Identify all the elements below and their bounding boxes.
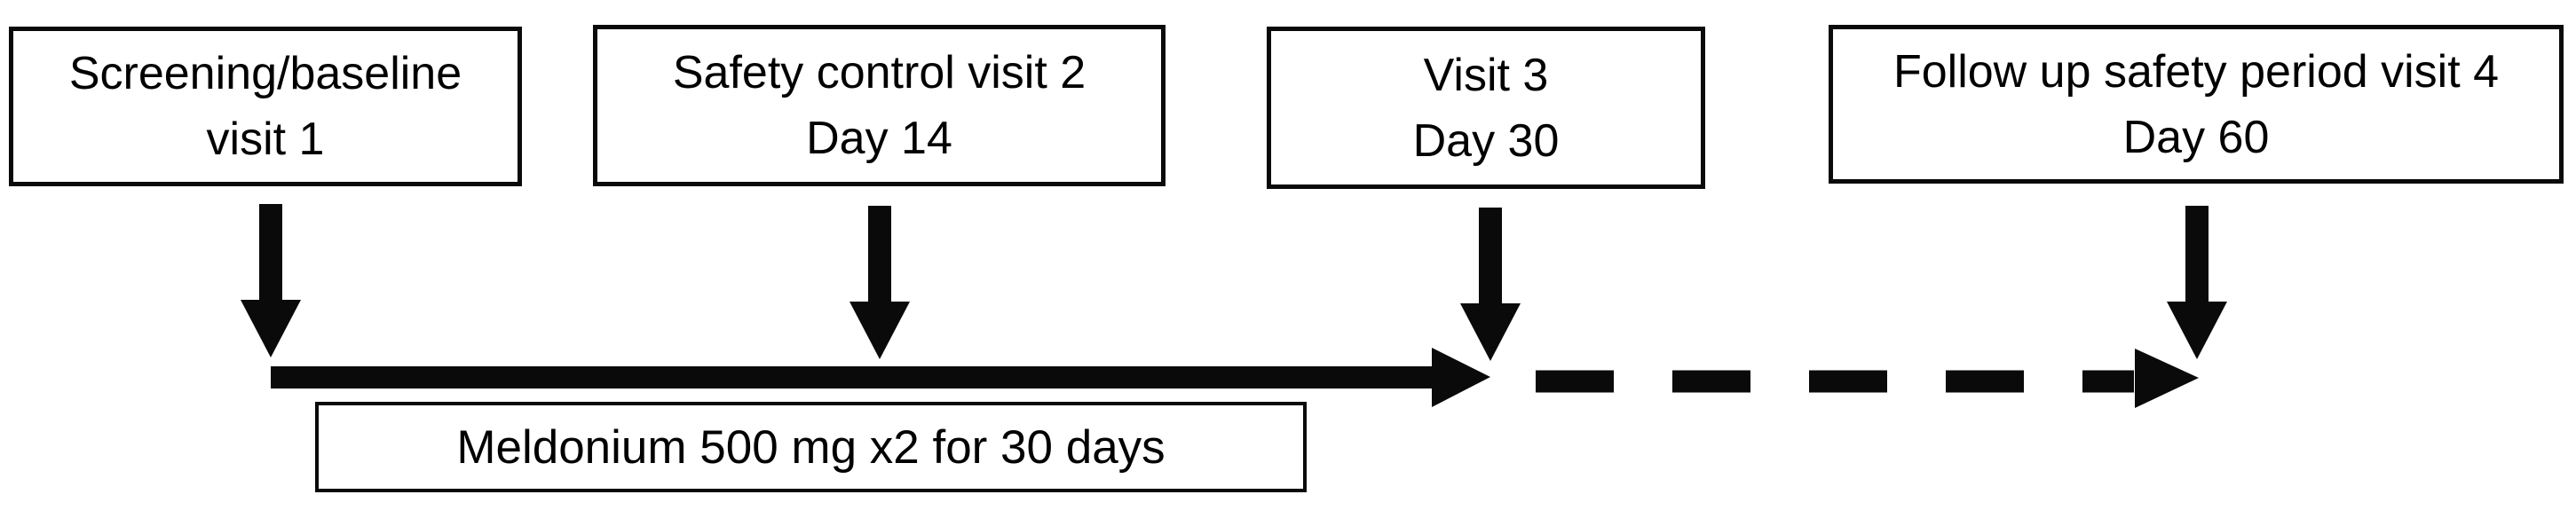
visit1-label-line2: visit 1	[206, 114, 325, 165]
visit1-box: Screening/baseline visit 1	[9, 27, 522, 186]
down-arrow-icon-visit4	[2167, 206, 2227, 359]
dashed-right-arrow-icon	[1536, 349, 2199, 408]
visit4-label-line2: Day 60	[2122, 111, 2270, 163]
down-arrow-icon-visit1	[241, 204, 301, 357]
visit2-label-line1: Safety control visit 2	[672, 47, 1087, 98]
visit3-label-line1: Visit 3	[1423, 49, 1549, 101]
visit1-label-line1: Screening/baseline	[68, 48, 462, 99]
down-arrow-icon-visit2	[849, 206, 910, 359]
visit2-label-line2: Day 14	[806, 113, 952, 164]
down-arrow-icon-visit3	[1460, 208, 1521, 361]
treatment-label: Meldonium 500 mg x2 for 30 days	[456, 420, 1166, 474]
treatment-label-box: Meldonium 500 mg x2 for 30 days	[315, 402, 1307, 492]
visit3-label-line2: Day 30	[1412, 114, 1560, 167]
visit4-box: Follow up safety period visit 4 Day 60	[1829, 25, 2564, 184]
visit2-box: Safety control visit 2 Day 14	[593, 25, 1166, 186]
solid-right-arrow-icon	[271, 348, 1490, 407]
visit3-box: Visit 3 Day 30	[1267, 27, 1705, 189]
visit4-label-line1: Follow up safety period visit 4	[1892, 45, 2500, 98]
